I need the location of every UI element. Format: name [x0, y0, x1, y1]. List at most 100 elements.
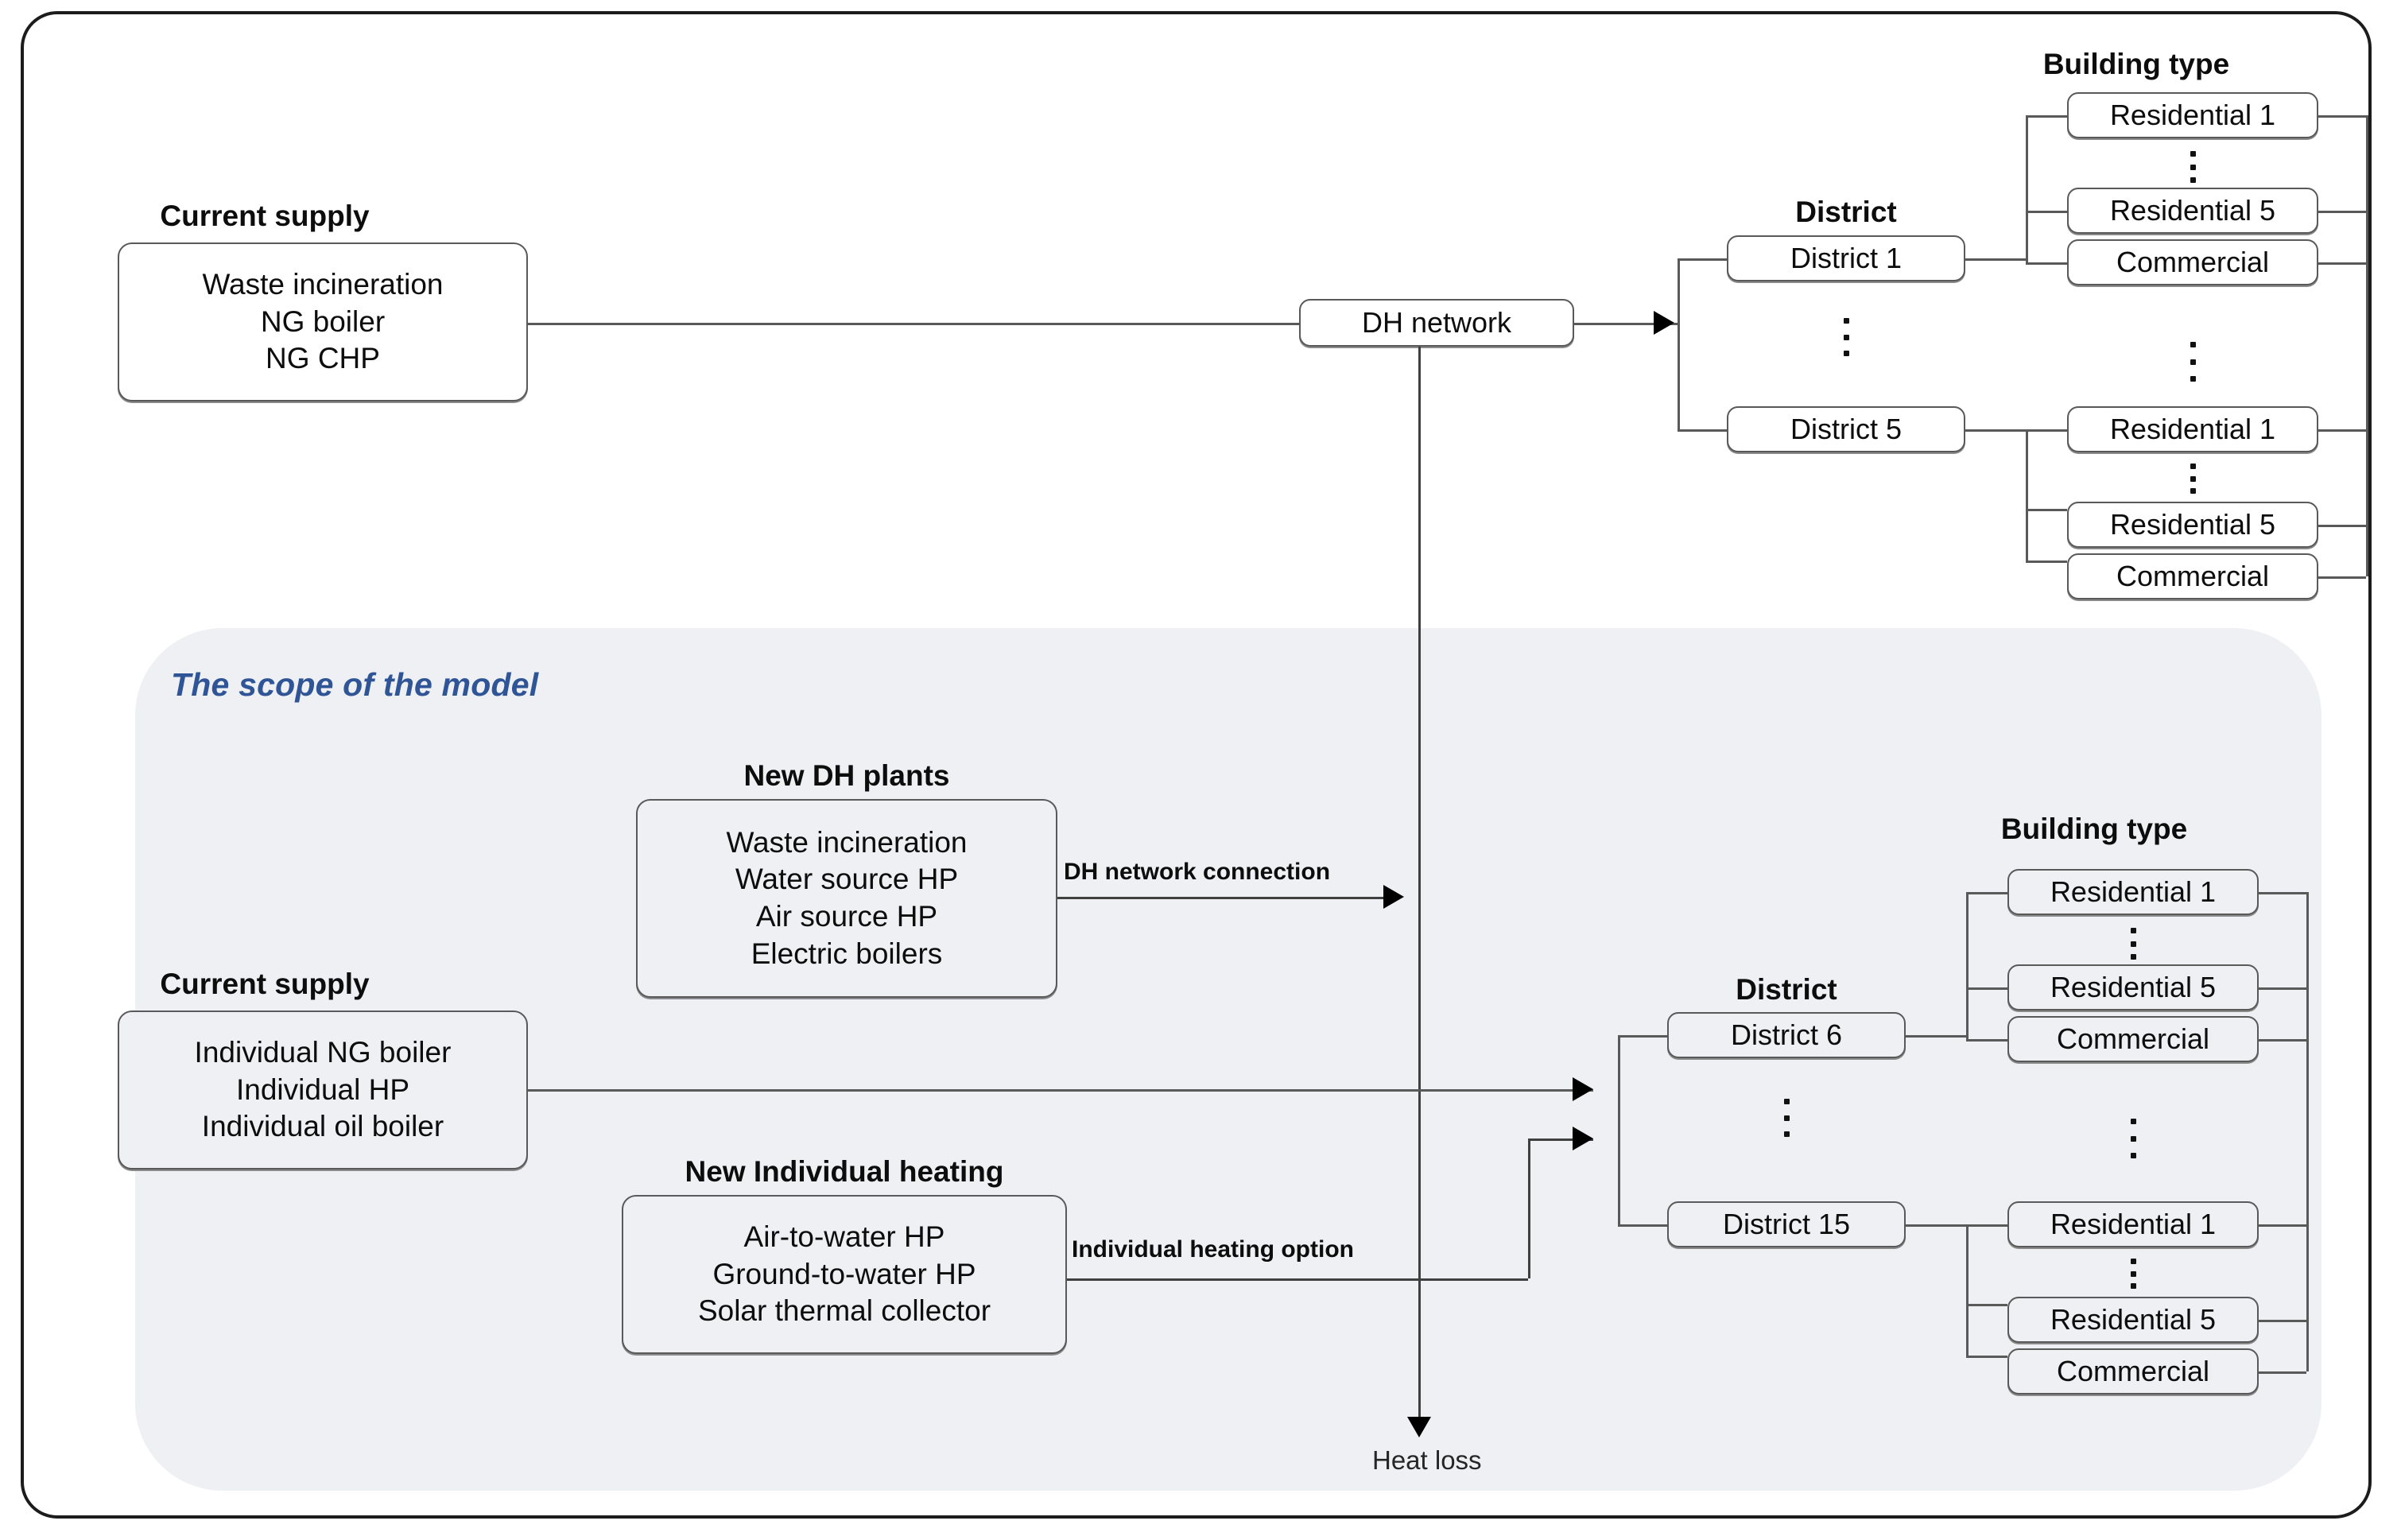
edge-com-b-return — [2318, 576, 2366, 579]
edge-com-d-return — [2259, 1371, 2306, 1374]
edge-to-com-c — [1966, 1039, 2007, 1042]
supply-item: Individual oil boiler — [201, 1110, 444, 1143]
edge-res5-a-return — [2318, 211, 2366, 213]
building-label: Commercial — [2116, 246, 2270, 279]
edge-to-res5-c — [1966, 987, 2007, 990]
top-building-return-bus — [2366, 115, 2368, 576]
building-ellipsis-d — [2130, 1259, 2136, 1289]
heating-item: Ground-to-water HP — [712, 1257, 976, 1290]
building-box-commercial[interactable]: Commercial — [2067, 553, 2318, 599]
edge-bus-to-district6 — [1618, 1035, 1667, 1038]
edge-to-res1-d — [1966, 1224, 2007, 1227]
heat-loss-label: Heat loss — [1372, 1445, 1482, 1475]
building-box-commercial[interactable]: Commercial — [2007, 1016, 2259, 1062]
supply-item: Individual HP — [235, 1073, 409, 1106]
new-dh-plants-caption: New DH plants — [743, 759, 950, 792]
edge-network-heatloss-drop — [1418, 347, 1421, 1422]
arrow-heating-to-district — [1573, 1127, 1593, 1150]
top-current-supply-box[interactable]: Waste incineration NG boiler NG CHP — [118, 242, 528, 401]
building-box-residential-5[interactable]: Residential 5 — [2067, 502, 2318, 548]
building-label: Residential 1 — [2109, 99, 2276, 132]
edge-res1-d-return — [2259, 1224, 2306, 1227]
district-box-6[interactable]: District 6 — [1667, 1012, 1906, 1058]
edge-to-com-d — [1966, 1356, 2007, 1358]
edge-district1-out — [1965, 258, 2026, 261]
district-label: District 15 — [1722, 1208, 1851, 1241]
building-box-residential-1[interactable]: Residential 1 — [2007, 1201, 2259, 1247]
arrow-dh-plants-to-network — [1383, 885, 1404, 909]
building-box-residential-5[interactable]: Residential 5 — [2067, 188, 2318, 234]
edge-to-res5-a — [2026, 211, 2067, 213]
edge-res1-b-return — [2318, 429, 2366, 432]
scope-building-group-ellipsis — [2130, 1119, 2136, 1158]
district-box-1[interactable]: District 1 — [1727, 235, 1965, 281]
heating-item: Solar thermal collector — [697, 1294, 991, 1328]
group-d-left-bus — [1966, 1224, 1969, 1356]
edge-res5-d-return — [2259, 1320, 2306, 1322]
group-a-left-bus — [2026, 115, 2028, 262]
scope-current-supply-box[interactable]: Individual NG boiler Individual HP Indiv… — [118, 1011, 528, 1170]
heating-item: Air-to-water HP — [743, 1220, 945, 1254]
building-box-residential-5[interactable]: Residential 5 — [2007, 1297, 2259, 1343]
building-label: Commercial — [2056, 1355, 2210, 1388]
individual-heating-option-label: Individual heating option — [1072, 1236, 1354, 1263]
edge-res1-c-return — [2259, 892, 2306, 894]
edge-to-res5-d — [1966, 1304, 2007, 1306]
new-individual-heating-box[interactable]: Air-to-water HP Ground-to-water HP Solar… — [622, 1195, 1067, 1354]
building-box-residential-1[interactable]: Residential 1 — [2007, 869, 2259, 915]
building-label: Residential 5 — [2109, 508, 2276, 541]
building-box-residential-1[interactable]: Residential 1 — [2067, 92, 2318, 138]
scope-district-bus — [1618, 1035, 1620, 1224]
edge-top-supply-to-network — [528, 323, 1299, 325]
edge-res5-c-return — [2259, 987, 2306, 990]
group-b-left-bus — [2026, 429, 2028, 561]
district-box-5[interactable]: District 5 — [1727, 406, 1965, 452]
top-building-type-caption: Building type — [2042, 48, 2230, 80]
district-box-15[interactable]: District 15 — [1667, 1201, 1906, 1247]
scope-building-type-caption: Building type — [2000, 813, 2188, 845]
building-ellipsis-c — [2130, 928, 2136, 960]
edge-to-res1-c — [1966, 892, 2007, 894]
district-label: District 6 — [1730, 1018, 1842, 1052]
building-box-residential-1[interactable]: Residential 1 — [2067, 406, 2318, 452]
scope-title: The scope of the model — [171, 666, 539, 703]
district-label: District 5 — [1790, 413, 1902, 446]
edge-com-a-return — [2318, 262, 2366, 265]
edge-to-com-a — [2026, 262, 2067, 265]
plant-item: Water source HP — [735, 863, 959, 896]
edge-to-com-b — [2026, 561, 2067, 563]
building-label: Commercial — [2116, 560, 2270, 593]
edge-network-to-district-bus — [1574, 323, 1678, 325]
edge-bus-to-district5 — [1678, 429, 1727, 432]
top-district-caption: District — [1795, 196, 1897, 228]
arrow-scope-supply-to-district — [1573, 1077, 1593, 1101]
edge-dh-plants-to-network — [1057, 897, 1398, 899]
building-label: Residential 1 — [2050, 875, 2217, 909]
new-dh-plants-box[interactable]: Waste incineration Water source HP Air s… — [636, 799, 1057, 998]
edge-to-res1-b — [2026, 429, 2067, 432]
edge-res5-b-return — [2318, 525, 2366, 527]
scope-district-ellipsis — [1783, 1099, 1790, 1137]
building-box-commercial[interactable]: Commercial — [2067, 239, 2318, 285]
dh-network-box[interactable]: DH network — [1299, 299, 1574, 347]
group-c-left-bus — [1966, 892, 1969, 1039]
building-label: Residential 1 — [2109, 413, 2276, 446]
scope-building-return-bus — [2306, 892, 2309, 1371]
plant-item: Electric boilers — [751, 937, 943, 970]
supply-item: NG CHP — [266, 342, 380, 375]
arrow-heat-loss — [1407, 1417, 1431, 1437]
supply-item: Waste incineration — [202, 268, 444, 301]
edge-to-res1-a — [2026, 115, 2067, 118]
building-box-commercial[interactable]: Commercial — [2007, 1348, 2259, 1395]
building-label: Commercial — [2056, 1022, 2210, 1056]
edge-res1-a-return — [2318, 115, 2366, 118]
edge-heating-to-district-bus — [1528, 1139, 1593, 1141]
new-individual-heating-caption: New Individual heating — [685, 1155, 1004, 1188]
edge-bus-to-district1 — [1678, 258, 1727, 261]
dh-network-connection-label: DH network connection — [1064, 859, 1331, 885]
edge-to-res5-b — [2026, 509, 2067, 511]
top-district-bus — [1678, 258, 1680, 429]
top-building-group-ellipsis — [2190, 342, 2196, 382]
building-box-residential-5[interactable]: Residential 5 — [2007, 964, 2259, 1011]
